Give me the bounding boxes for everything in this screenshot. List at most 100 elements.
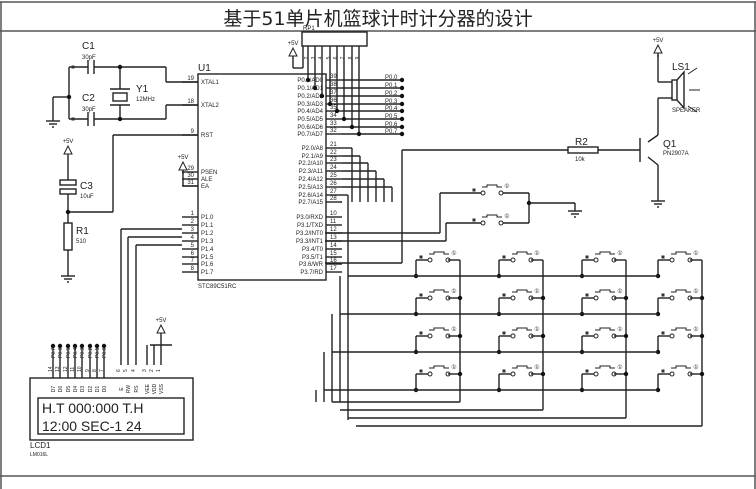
lcd-pin-number: 2 <box>149 369 155 372</box>
lcd-net-label: P0.4 <box>73 347 79 358</box>
junction-dot <box>101 343 107 349</box>
u1-pin-name: P3.1/TXD <box>297 223 324 229</box>
junction-dot <box>540 371 546 377</box>
junction-dot <box>72 343 78 349</box>
junction-dot <box>540 295 546 301</box>
lcd-net-label: P0.0 <box>102 347 108 358</box>
u1-pin-name: P3.0/RXD <box>296 215 323 221</box>
u1-pin-number: 4 <box>191 235 195 241</box>
rp1-pin-number: 3 <box>311 56 317 59</box>
u1-pin-name: PSEN <box>201 170 217 176</box>
u1-pin-number: 28 <box>330 196 337 202</box>
u1-pin-number: 8 <box>191 266 195 272</box>
junction-dot <box>540 333 546 339</box>
pin-marker <box>585 293 589 297</box>
r2-ref: R2 <box>575 137 588 148</box>
ea-vcc-icon <box>178 160 188 171</box>
u1-pin-name: P3.6/WR <box>299 262 324 268</box>
pin-marker <box>585 369 589 373</box>
keypad-button-actuator <box>595 365 615 369</box>
u1-pin-name: P0.7/AD7 <box>297 132 323 138</box>
u1-pin-number: 25 <box>330 173 337 179</box>
lcd-pin-number: 11 <box>70 367 76 372</box>
button-pin-label: ① <box>534 364 539 371</box>
rp1-pin-number: 5 <box>326 56 332 59</box>
button-pin-label: ① <box>534 250 539 257</box>
junction-dot <box>457 371 463 377</box>
button-pin-label: ① <box>451 326 456 333</box>
keypad-button-actuator <box>671 327 691 331</box>
junction-dot <box>65 209 71 215</box>
r2-value: 10k <box>575 157 586 163</box>
junction-dot <box>50 343 56 349</box>
lcd-net-label: P0.6 <box>58 347 64 358</box>
u1-pin-number: 26 <box>330 181 337 187</box>
keypad-button-actuator <box>671 251 691 255</box>
junction-dot <box>399 131 405 137</box>
junction-dot <box>66 94 72 100</box>
u1-ref: U1 <box>198 63 211 74</box>
keypad-button-actuator <box>512 365 532 369</box>
junction-dot <box>117 116 123 122</box>
u1-pin-name: P1.4 <box>201 247 214 253</box>
rp1-pin-number: 7 <box>340 56 346 59</box>
junction-dot <box>699 333 705 339</box>
pin-marker <box>419 369 423 373</box>
u1-pin-number: 38 <box>330 82 337 88</box>
u1-pin-name: P2.0/A8 <box>302 146 324 152</box>
u1-pin-name: P0.4/AD4 <box>297 109 323 115</box>
u1-pin-name: RST <box>201 133 213 139</box>
u1-pin-name: P3.4/T0 <box>302 247 324 253</box>
u1-pin-name: P2.1/A9 <box>302 154 324 160</box>
button-pin-label: ① <box>451 250 456 257</box>
keypad-button-contact <box>593 333 599 339</box>
lcd-pin-number: 4 <box>131 369 137 372</box>
u1-pin-name: P2.5/A13 <box>298 185 323 191</box>
junction-dot <box>356 131 362 137</box>
lcd-body <box>29 377 194 441</box>
c3-value: 10uF <box>80 194 94 200</box>
lcd-net-label: P0.3 <box>80 347 86 358</box>
junction-dot <box>94 343 100 349</box>
u1-pin-number: 17 <box>330 266 337 272</box>
lcd-net-label: P0.1 <box>95 347 101 358</box>
lcd-pin-number: 5 <box>123 369 129 372</box>
pin-marker <box>661 293 665 297</box>
u1-pin-name: XTAL1 <box>201 80 220 86</box>
junction-dot <box>399 124 405 130</box>
junction-dot <box>319 93 325 99</box>
u1-pin-name: P3.5/T1 <box>302 255 324 261</box>
c3-ref: C3 <box>80 181 93 192</box>
pin-marker <box>502 255 506 259</box>
u1-pin-number: 24 <box>330 165 337 171</box>
keypad-button-contact <box>510 257 516 263</box>
capacitor-ref: C1 <box>82 41 95 52</box>
rp1-vcc-icon <box>288 46 298 57</box>
u1-pin-number: 15 <box>330 251 337 257</box>
u1-pin-number: 35 <box>330 105 337 111</box>
lcd-pin-number: 7 <box>99 369 105 372</box>
speaker-ref: LS1 <box>672 62 690 73</box>
keypad-button-contact <box>669 371 675 377</box>
button-pin-label: ① <box>693 250 698 257</box>
keypad-button-contact <box>669 257 675 263</box>
junction-dot <box>312 85 318 91</box>
u1-pin-number: 31 <box>187 180 194 186</box>
speaker-sound-icon <box>687 67 698 75</box>
pushbutton-actuator <box>482 184 502 188</box>
keypad-button-actuator <box>429 327 449 331</box>
lcd-net-label: P0.7 <box>51 347 57 358</box>
keypad-button-contact <box>593 257 599 263</box>
u1-pin-number: 5 <box>191 243 195 249</box>
lcd-ref: LCD1 <box>30 441 51 450</box>
capacitor-value: 30pF <box>82 107 96 113</box>
lcd-pin-name: D1 <box>95 386 101 393</box>
u1-pin-number: 34 <box>330 113 337 119</box>
lcd-pin-name: D7 <box>51 386 57 393</box>
rp1-pin-number: 9 <box>355 56 361 59</box>
p0-net-label: P0.7 <box>385 129 398 135</box>
u1-pin-number: 3 <box>191 227 195 233</box>
vcc-label: +5V <box>156 318 167 324</box>
button-pin-label: ① <box>451 288 456 295</box>
keypad-button-contact <box>427 371 433 377</box>
